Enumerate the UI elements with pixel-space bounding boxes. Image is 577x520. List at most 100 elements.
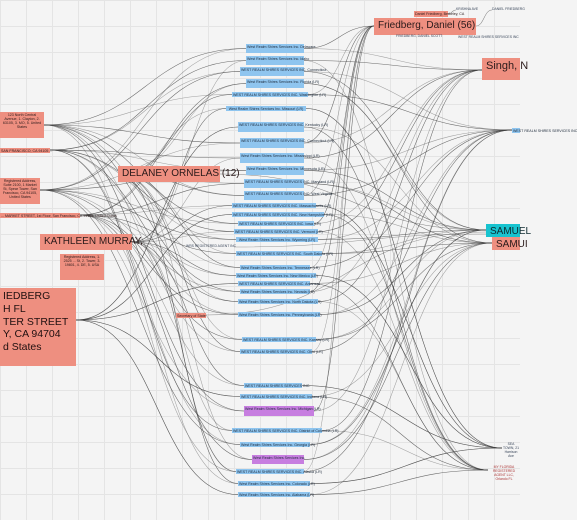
- entity-node[interactable]: West Realm Shires Services Inc. North Da…: [238, 299, 322, 304]
- connection-line: [43, 48, 247, 126]
- right-entity-node[interactable]: WEST REALM SHIRES SERVICES INC: [512, 128, 577, 133]
- entity-node[interactable]: West Realm Shires Services Inc. Tennesse…: [240, 265, 320, 270]
- connection-line: [309, 447, 503, 484]
- entity-node-highlight[interactable]: West Realm Shires Services Inc. Michigan…: [244, 406, 321, 416]
- entity-node[interactable]: West Realm Shires Services Inc. Minnesot…: [246, 166, 325, 175]
- registered-address-kathleen[interactable]: Registered Address, 1. 2525 ... St, 2. T…: [60, 254, 104, 280]
- connection-line: [309, 129, 513, 268]
- secretary-of-state-node[interactable]: Secretary of State: [176, 313, 206, 318]
- connection-line: [307, 94, 513, 131]
- top-right-label-2[interactable]: DANIEL FRIEDBERG: [492, 7, 525, 11]
- entity-node[interactable]: WEST REALM SHIRES SERVICES INC. West Vir…: [244, 191, 332, 200]
- top-right-label-3[interactable]: WEST REALM SHIRES SERVICES INC: [458, 35, 519, 39]
- entity-node[interactable]: WEST REALM SHIRES SERVICES INC. Kansas (…: [242, 337, 330, 342]
- connection-line: [319, 229, 487, 315]
- connection-line: [323, 214, 493, 244]
- connection-line: [75, 283, 239, 321]
- entity-node[interactable]: WEST REALM SHIRES SERVICES INC. Maryland…: [244, 179, 334, 188]
- connection-line: [43, 124, 245, 196]
- person-node-samuel-address[interactable]: SAMUI: [492, 237, 528, 250]
- connection-line: [39, 189, 239, 224]
- entity-node[interactable]: West Realm Shires Services Inc. Nevada (…: [240, 289, 315, 294]
- connection-line: [313, 69, 483, 412]
- connection-line: [303, 157, 489, 471]
- connection-line: [317, 229, 487, 240]
- connection-line: [309, 242, 493, 284]
- entity-node[interactable]: WEST REALM SHIRES SERVICES INC. District…: [232, 428, 339, 433]
- connection-line: [309, 25, 375, 268]
- connection-line: [303, 60, 489, 471]
- entity-node[interactable]: West Realm Shires Services Inc. Idaho: [246, 56, 309, 65]
- entity-node[interactable]: WEST REALM SHIRES SERVICES INC. Kentucky…: [238, 122, 328, 132]
- person-node-samuel[interactable]: SAMUEL: [486, 224, 531, 237]
- entity-node[interactable]: WEST REALM SHIRES SERVICES INC.: [244, 383, 311, 388]
- address-line-left-2[interactable]: ... MARKET STREET, 1st Floor, San Franci…: [0, 213, 117, 218]
- entity-node[interactable]: West Realm Shires Services Inc. New Mexi…: [236, 273, 318, 278]
- bottom-right-label-1[interactable]: SEA TOWN, 21 Harrison Ave: [503, 442, 519, 458]
- connection-line: [79, 214, 253, 460]
- entity-node[interactable]: WEST REALM SHIRES SERVICES INC. Indiana …: [240, 394, 328, 399]
- connection-line: [303, 48, 483, 71]
- address-line: TER STREET: [3, 315, 69, 328]
- person-node-friedberg[interactable]: Friedberg, Daniel (56): [374, 18, 476, 35]
- entity-node[interactable]: West Realm Shires Services Inc. Mississi…: [240, 153, 320, 163]
- connection-line: [75, 283, 239, 321]
- connection-line: [315, 275, 503, 449]
- connection-line: [131, 241, 233, 431]
- friedberg-address-node[interactable]: Daniel Friedberg, Berkeley, CA: [414, 11, 465, 17]
- connection-line: [311, 25, 375, 352]
- friedberg-company-label[interactable]: FRIEDBERG, DANIEL SCOTT: [396, 34, 443, 38]
- entity-node[interactable]: West Realm Shires Services Inc. Florida …: [246, 79, 319, 88]
- entity-node[interactable]: West Realm Shires Services Inc. Delaware: [246, 44, 315, 53]
- entity-node[interactable]: West Realm Shires Services Inc. Missouri…: [226, 106, 306, 111]
- connection-line: [75, 319, 241, 397]
- person-node-kathleen[interactable]: KATHLEEN MURRAY,: [40, 234, 143, 250]
- entity-node[interactable]: WEST REALM SHIRES SERVICES INC. Alaska (…: [236, 469, 322, 474]
- address-block-friedberg[interactable]: IEDBERG H FL TER STREET Y, CA 94704 d St…: [0, 288, 76, 366]
- entity-node[interactable]: West Realm Shires Services Inc. Alabama …: [238, 492, 315, 497]
- entity-node[interactable]: WEST REALM SHIRES SERVICES INC. Arkansas: [238, 281, 321, 286]
- connection-line: [79, 108, 227, 216]
- entity-node[interactable]: WEST REALM SHIRES SERVICES INC. Connecti…: [240, 138, 334, 148]
- connection-line: [49, 60, 247, 151]
- connection-line: [317, 301, 489, 471]
- entity-node[interactable]: WEST REALM SHIRES SERVICES INC. Vermont …: [234, 229, 323, 234]
- connection-line: [131, 241, 237, 276]
- connection-line: [305, 108, 503, 449]
- connection-line: [49, 71, 241, 151]
- person-node-delaney[interactable]: DELANEY ORNELAS (12): [118, 166, 240, 182]
- entity-node[interactable]: West Realm Shires Services Inc. Georgia …: [240, 442, 316, 447]
- connection-line: [131, 241, 239, 302]
- connection-line: [233, 233, 487, 248]
- connection-line: [39, 71, 241, 191]
- connection-line: [309, 469, 489, 495]
- entity-node[interactable]: WEST REALM SHIRES SERVICES INC. Ohio (LR…: [240, 349, 323, 354]
- connection-line: [49, 149, 241, 159]
- person-node-singh[interactable]: Singh, N: [482, 58, 528, 80]
- entity-node[interactable]: WEST REALM SHIRES SERVICES INC. Washingt…: [232, 92, 327, 97]
- address-node-left[interactable]: Registered Address, Suite 2100, 1 Market…: [0, 178, 40, 204]
- address-line-left-1[interactable]: SAN FRANCISCO, CA 94105 ...: [0, 148, 53, 153]
- connection-line: [117, 83, 247, 175]
- address-line: d States: [3, 341, 42, 354]
- entity-node[interactable]: WEST REALM SHIRES SERVICES INC. Massachu…: [232, 203, 332, 208]
- connection-lines: [39, 9, 513, 495]
- connection-line: [131, 157, 241, 243]
- entity-node[interactable]: West Realm Shires Services Inc. Colorado…: [238, 481, 315, 486]
- entity-node[interactable]: West Realm Shires Services Inc. Wyoming …: [236, 237, 318, 242]
- connection-line: [321, 430, 489, 471]
- entity-node[interactable]: WEST REALM SHIRES SERVICES INC. South Da…: [236, 251, 334, 256]
- entity-node[interactable]: WEST REALM SHIRES SERVICES INC. Connecti…: [240, 67, 326, 76]
- top-right-label-1[interactable]: KRISHNA AVE: [456, 7, 479, 11]
- connection-line: [79, 83, 247, 216]
- entity-node-highlight[interactable]: West Realm Shires Services Inc.: [252, 455, 305, 464]
- connection-line: [313, 25, 375, 412]
- connection-line: [75, 319, 241, 397]
- bottom-right-label-2[interactable]: MY FLORIDA REGISTERED AGENT LLC, Orlando…: [492, 465, 516, 481]
- entity-node[interactable]: WEST REALM SHIRES SERVICES INC. New Hamp…: [232, 212, 333, 217]
- entity-node[interactable]: West Realm Shires Services Inc. Pennsylv…: [238, 312, 322, 317]
- address-node-top-left[interactable]: 123 North Central Avenue, 1. Clayton, 2.…: [0, 112, 44, 138]
- agent-label-left[interactable]: WRS REGISTERED AGENT INC: [186, 244, 237, 248]
- entity-node[interactable]: WEST REALM SHIRES SERVICES INC. Iowa (LR…: [238, 221, 321, 226]
